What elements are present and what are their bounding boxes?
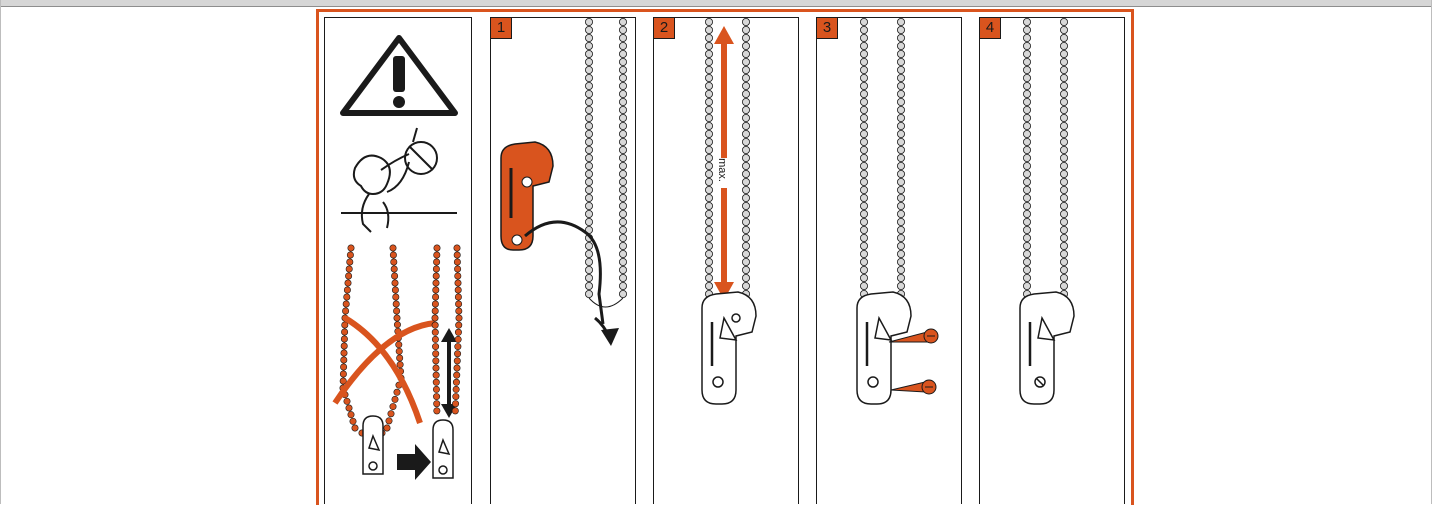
orange-clip-icon	[500, 141, 554, 251]
step-2-panel: 2 max.	[653, 17, 799, 504]
step-1-badge: 1	[491, 18, 512, 39]
double-arrow-vertical-icon	[441, 328, 457, 418]
warning-triangle-icon	[340, 35, 458, 116]
step-4-badge: 4	[980, 18, 1001, 39]
warning-illustration	[332, 35, 463, 480]
crossed-out-loose-chain-icon	[332, 244, 436, 437]
white-clip-icon	[1019, 291, 1075, 405]
child-strangulation-hazard-icon	[341, 127, 457, 233]
white-clip-icon	[856, 291, 912, 405]
arrow-right-icon	[397, 444, 431, 480]
white-clip-icon	[701, 291, 757, 405]
chain-into-clip-icon	[500, 18, 627, 346]
screw-top-icon	[888, 328, 939, 344]
step-1-panel: 1	[490, 17, 636, 504]
warning-panel	[324, 17, 472, 504]
left-edge	[0, 0, 1, 504]
small-clip-left-icon	[362, 415, 384, 475]
step-3-badge: 3	[817, 18, 838, 39]
small-clip-right-icon	[432, 419, 454, 479]
step-2-badge: 2	[654, 18, 675, 39]
max-label: max.	[715, 158, 728, 182]
screws-icon	[856, 18, 939, 405]
instruction-frame	[316, 9, 1134, 505]
max-tension-arrow-icon	[701, 18, 757, 405]
step-4-panel: 4	[979, 17, 1125, 504]
step-3-panel: 3	[816, 17, 962, 504]
screw-bottom-icon	[890, 379, 937, 395]
window-top-strip	[0, 0, 1432, 7]
mounted-clip-icon	[1019, 18, 1075, 405]
